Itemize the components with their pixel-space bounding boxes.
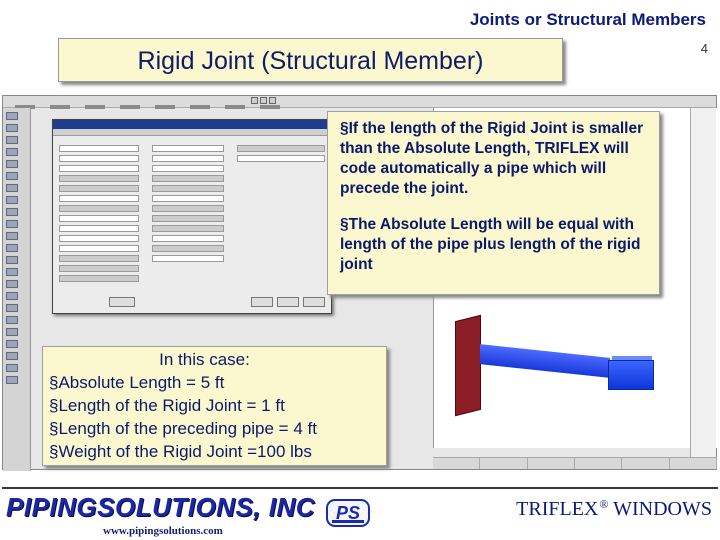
rigid-joint-top: [612, 356, 652, 362]
dialog-buttons[interactable]: [251, 297, 325, 307]
product-name: TRIFLEX® WINDOWS: [516, 497, 712, 520]
vertical-scrollbar[interactable]: [690, 108, 716, 458]
section-title: Joints or Structural Members: [469, 10, 706, 29]
case-line: §Length of the Rigid Joint = 1 ft: [49, 396, 285, 415]
rigid-joint-dialog: [52, 119, 332, 314]
window-controls[interactable]: [251, 97, 276, 104]
explanation-callout: §If the length of the Rigid Joint is sma…: [327, 111, 660, 295]
slide-title: Rigid Joint (Structural Member): [137, 47, 484, 75]
anchor-wall: [455, 314, 481, 417]
case-values-box: In this case: §Absolute Length = 5 ft §L…: [42, 346, 387, 466]
case-line: §Weight of the Rigid Joint =100 lbs: [49, 442, 312, 461]
footer-divider: [2, 487, 718, 489]
dialog-extra-button[interactable]: [109, 297, 135, 307]
company-url[interactable]: www.pipingsolutions.com: [103, 525, 223, 537]
ps-logo: PS: [326, 499, 370, 527]
case-heading: In this case:: [159, 350, 250, 369]
app-toolbar[interactable]: [3, 108, 31, 471]
callout-bullet: §If the length of the Rigid Joint is sma…: [340, 120, 644, 197]
dialog-titlebar[interactable]: [53, 120, 331, 129]
case-line: §Length of the preceding pipe = 4 ft: [49, 419, 317, 438]
case-line: §Absolute Length = 5 ft: [49, 373, 225, 392]
pipingsolutions-logo: PIPINGSOLUTIONS, INC: [6, 492, 316, 522]
dialog-right-fields[interactable]: [233, 142, 329, 292]
status-bar: [433, 457, 717, 469]
rigid-joint-block: [608, 360, 654, 390]
dialog-middle-fields[interactable]: [148, 142, 228, 292]
dialog-tabs[interactable]: [53, 129, 331, 136]
slide-title-box: Rigid Joint (Structural Member): [58, 38, 563, 82]
app-menubar[interactable]: [3, 96, 716, 109]
dialog-left-fields[interactable]: [55, 142, 143, 292]
callout-bullet: §The Absolute Length will be equal with …: [340, 216, 641, 273]
page-number: 4: [700, 41, 708, 56]
